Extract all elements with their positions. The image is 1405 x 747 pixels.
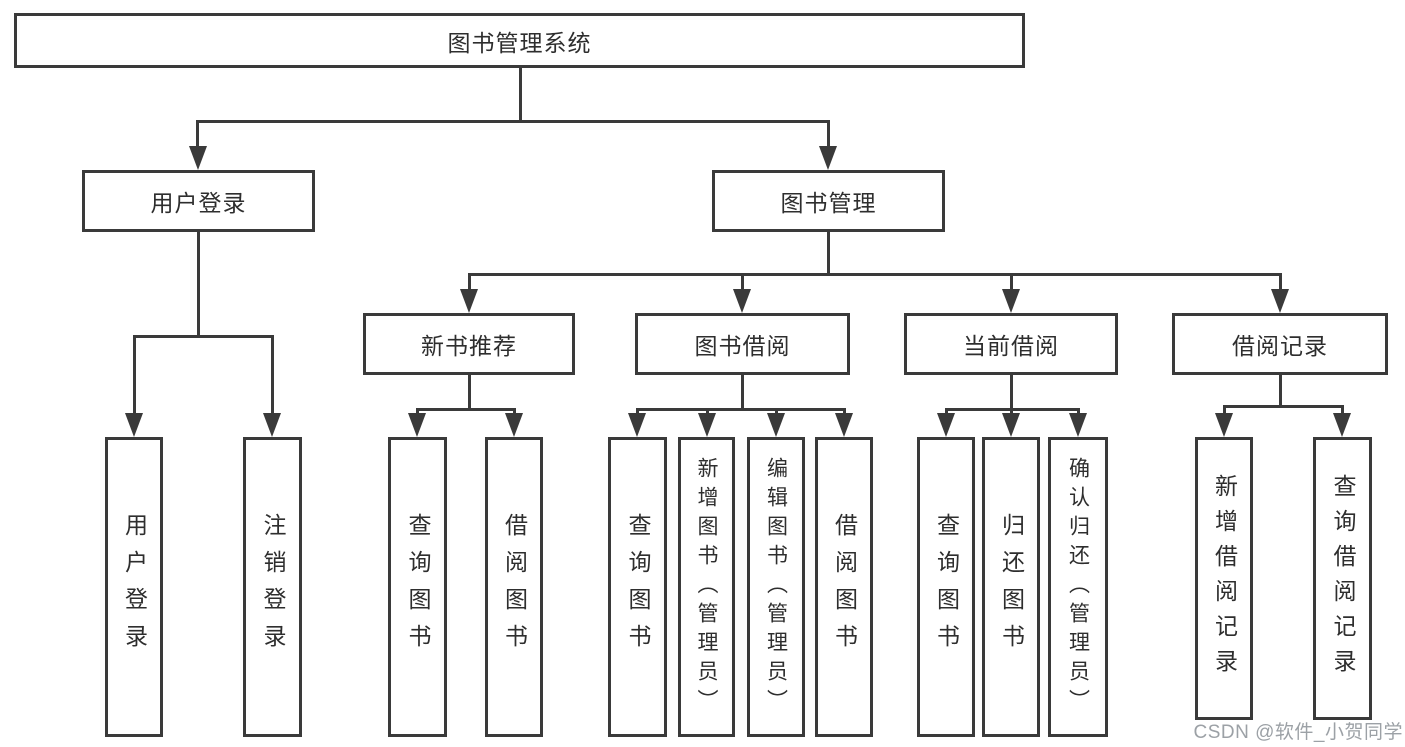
leaf-current-confirm-return-admin: 确认归还（管理员） [1048,437,1108,737]
node-book-management: 图书管理 [712,170,945,232]
leaf-borrow-edit-books-admin-label: 编辑图书（管理员） [764,456,788,718]
connector-to-leaf-cb-query [945,408,948,416]
connector-to-leaf-logout [271,335,274,415]
arrowhead-to-leaf-bb-borrow-icon [835,413,853,437]
node-borrow-records-label: 借阅记录 [1232,333,1328,359]
arrowhead-to-borrow-records-icon [1271,289,1289,313]
leaf-newbook-borrow-books-label: 借阅图书 [501,513,528,661]
leaf-user-login: 用户登录 [105,437,163,737]
connector-to-leaf-nb-borrow [513,408,516,416]
node-current-borrow: 当前借阅 [904,313,1118,375]
connector-to-new-book [468,273,471,290]
leaf-borrow-query-books-label: 查询图书 [625,513,651,661]
leaf-current-confirm-return-admin-label: 确认归还（管理员） [1066,456,1090,718]
connector-root-branch [197,120,830,123]
leaf-records-add-record-label: 新增借阅记录 [1211,473,1238,684]
node-user-login: 用户登录 [82,170,315,232]
connector-borrow-records-stem [1279,375,1282,405]
connector-book-management-branch [468,273,1282,276]
arrowhead-to-leaf-user-login-icon [125,413,143,437]
node-new-book-recommend-label: 新书推荐 [421,333,517,359]
connector-to-leaf-cb-return [1010,408,1013,416]
leaf-newbook-borrow-books: 借阅图书 [485,437,543,737]
leaf-borrow-add-books-admin: 新增图书（管理员） [678,437,735,737]
connector-to-leaf-nb-query [416,408,419,416]
node-user-login-label: 用户登录 [150,190,247,216]
connector-to-book-management [827,120,830,148]
connector-user-login-stem [197,232,200,335]
connector-to-leaf-br-add [1223,405,1226,416]
node-book-borrow-label: 图书借阅 [694,333,791,359]
node-book-borrow: 图书借阅 [635,313,850,375]
arrowhead-to-new-book-icon [460,289,478,313]
node-root-library-system: 图书管理系统 [14,13,1025,68]
leaf-records-add-record: 新增借阅记录 [1195,437,1253,720]
connector-new-book-branch [416,408,516,411]
arrowhead-to-leaf-nb-query-icon [408,413,426,437]
leaf-logout: 注销登录 [243,437,302,737]
leaf-current-query-books: 查询图书 [917,437,975,737]
connector-to-user-login [196,120,199,148]
arrowhead-to-leaf-cb-query-icon [937,413,955,437]
arrowhead-to-leaf-nb-borrow-icon [505,413,523,437]
arrowhead-to-leaf-bb-query-icon [628,413,646,437]
connector-book-management-stem [827,232,830,273]
connector-to-borrow-records [1279,273,1282,290]
arrowhead-to-leaf-br-query-icon [1333,413,1351,437]
connector-to-current-borrow [1010,273,1013,290]
arrowhead-to-current-borrow-icon [1002,289,1020,313]
arrowhead-to-leaf-br-add-icon [1215,413,1233,437]
connector-current-borrow-stem [1010,375,1013,408]
connector-new-book-stem [468,375,471,408]
arrowhead-to-leaf-cb-return-icon [1002,413,1020,437]
leaf-user-login-label: 用户登录 [121,513,148,661]
arrowhead-to-leaf-logout-icon [263,413,281,437]
connector-to-leaf-br-query [1341,405,1344,416]
leaf-newbook-query-books-label: 查询图书 [405,513,431,661]
connector-borrow-records-branch [1223,405,1344,408]
node-borrow-records: 借阅记录 [1172,313,1388,375]
arrowhead-to-book-management-icon [819,146,837,170]
connector-to-leaf-cb-confirm [1077,408,1080,416]
connector-book-borrow-branch [636,408,846,411]
leaf-borrow-borrow-books: 借阅图书 [815,437,873,737]
arrowhead-to-leaf-bb-edit-icon [767,413,785,437]
leaf-borrow-borrow-books-label: 借阅图书 [831,513,858,661]
arrowhead-to-book-borrow-icon [733,289,751,313]
leaf-borrow-edit-books-admin: 编辑图书（管理员） [747,437,805,737]
connector-book-borrow-stem [741,375,744,408]
leaf-current-return-books-label: 归还图书 [998,513,1025,661]
leaf-current-query-books-label: 查询图书 [933,513,960,661]
arrowhead-to-leaf-bb-add-icon [698,413,716,437]
arrowhead-to-user-login-icon [189,146,207,170]
connector-user-login-branch [133,335,274,338]
node-new-book-recommend: 新书推荐 [363,313,575,375]
connector-to-leaf-bb-add [706,408,709,416]
leaf-records-query-record: 查询借阅记录 [1313,437,1372,720]
leaf-borrow-query-books: 查询图书 [608,437,667,737]
node-current-borrow-label: 当前借阅 [963,333,1059,359]
node-root-label: 图书管理系统 [447,29,592,56]
connector-root-stem [519,68,522,120]
leaf-current-return-books: 归还图书 [982,437,1040,737]
leaf-records-query-record-label: 查询借阅记录 [1330,473,1356,684]
csdn-watermark: CSDN @软件_小贺同学 [1193,722,1403,743]
leaf-borrow-add-books-admin-label: 新增图书（管理员） [695,456,718,718]
node-book-management-label: 图书管理 [780,190,877,216]
leaf-newbook-query-books: 查询图书 [388,437,447,737]
leaf-logout-label: 注销登录 [260,513,286,661]
connector-to-leaf-bb-borrow [843,408,846,416]
connector-to-leaf-bb-query [636,408,639,416]
connector-to-leaf-bb-edit [775,408,778,416]
connector-to-leaf-user-login [133,335,136,415]
connector-to-book-borrow [741,273,744,290]
arrowhead-to-leaf-cb-confirm-icon [1069,413,1087,437]
